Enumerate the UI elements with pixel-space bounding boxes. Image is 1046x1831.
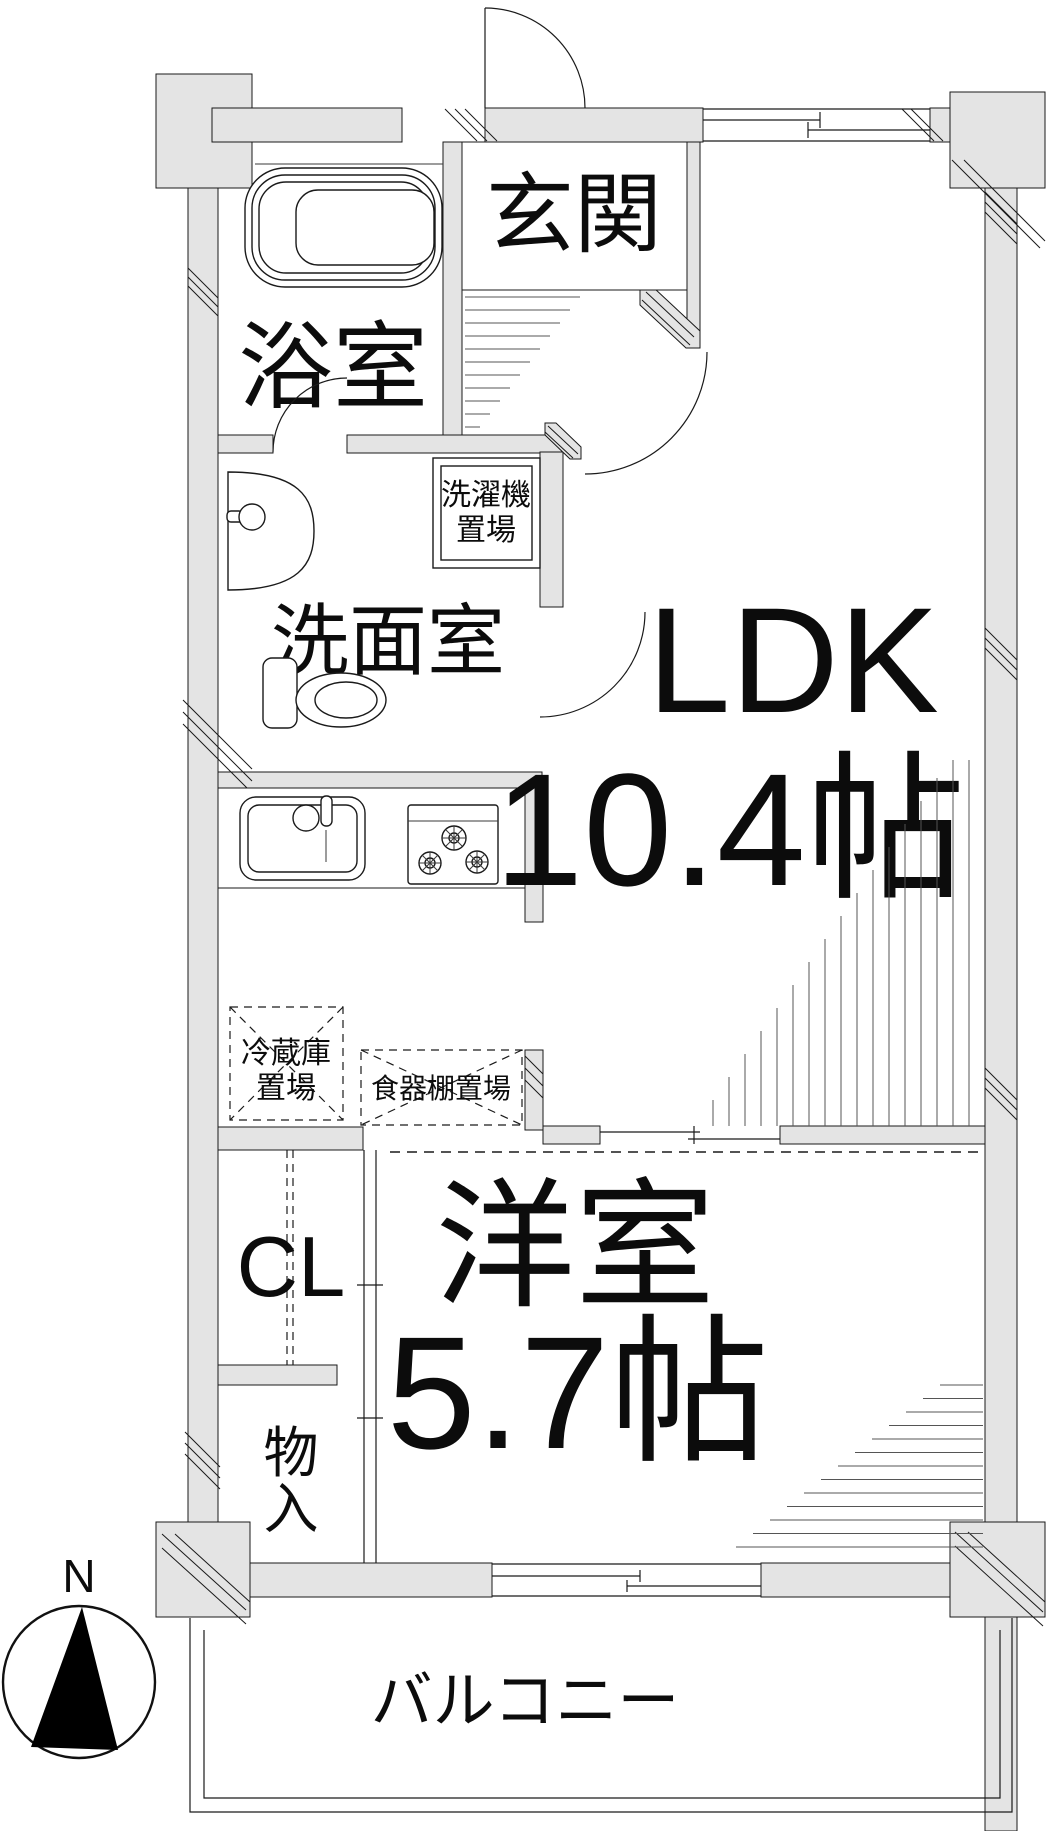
stove-burner-3	[465, 850, 489, 874]
washroom-top-wall-a	[217, 434, 274, 454]
stove-burner-2	[418, 851, 442, 875]
toilet-seat	[314, 681, 378, 719]
genkan-step-hatch	[465, 296, 580, 428]
genkan-label: 玄関	[486, 165, 662, 264]
fridge-box	[229, 1006, 344, 1121]
balcony-rail-inner	[203, 1630, 1001, 1799]
bathroom-label: 浴室	[238, 315, 428, 421]
balcony: バルコニー	[189, 1618, 1013, 1813]
laundry-label-2: 置場	[456, 514, 516, 547]
storage: 物 入	[263, 1422, 318, 1540]
cupboard-label: 食器棚置場	[371, 1073, 511, 1104]
toilet-tank	[262, 657, 298, 729]
compass-circle	[1, 1604, 157, 1760]
ldk-room: LDK 10.4帖	[494, 108, 970, 1126]
closet-storage-divider	[217, 1364, 338, 1386]
laundry-box-inner	[440, 465, 533, 561]
bathtub-basin	[295, 189, 435, 266]
genkan-room: 玄関	[461, 7, 708, 475]
left-wall	[187, 187, 219, 1523]
top-wall-left	[211, 107, 403, 143]
closet-label: CL	[237, 1220, 346, 1315]
bathroom-door-arc	[272, 377, 348, 453]
bottom-wall-left	[249, 1562, 493, 1598]
cupboard-box	[360, 1049, 523, 1126]
fridge-box-diagonals	[229, 1006, 344, 1121]
top-wall-middle	[484, 107, 704, 143]
closet: CL	[237, 1150, 346, 1365]
ldk-western-wall-b	[779, 1125, 986, 1145]
balcony-label: バルコニー	[371, 1667, 680, 1736]
entrance-door-arc	[484, 7, 586, 109]
washroom-door-arc	[539, 611, 646, 718]
walls	[155, 73, 1046, 1831]
right-wall	[984, 187, 1018, 1523]
top-wall-right	[929, 107, 951, 143]
washroom-top-wall-b	[346, 434, 564, 454]
ldk-size-label: 10.4帖	[494, 740, 965, 919]
bathroom: 浴室	[238, 163, 443, 453]
ldk-corner-hatch	[712, 760, 970, 1126]
storage-label-2: 入	[263, 1478, 318, 1540]
wall-joint-marks	[161, 108, 1046, 1627]
genkan-right-wall	[686, 141, 701, 346]
ldk-western-boundary	[390, 1126, 983, 1153]
cupboard-space: 食器棚置場	[360, 1049, 523, 1126]
kitchen	[217, 787, 526, 889]
hall-ldk-door-arc	[584, 351, 708, 475]
kitchen-faucet-handle	[320, 795, 333, 827]
western-label: 洋室	[435, 1168, 715, 1325]
kitchen-faucet	[292, 804, 320, 832]
western-size-label: 5.7帖	[387, 1303, 769, 1482]
washbasin-tap	[238, 503, 266, 531]
stove-burner-1	[441, 825, 467, 851]
storage-label-1: 物	[263, 1422, 318, 1484]
cupboard-box-diagonals	[360, 1049, 523, 1126]
balcony-rail-outer	[189, 1618, 1013, 1813]
balcony-window	[492, 1563, 761, 1597]
compass: N	[1, 1550, 157, 1760]
corner-top-right	[949, 91, 1046, 189]
corner-bottom-right	[949, 1521, 1046, 1618]
bottom-wall-right	[760, 1562, 951, 1598]
closet-top-wall	[217, 1126, 364, 1151]
washroom-right-wall	[539, 451, 564, 608]
ldk-western-wall-a	[542, 1125, 601, 1145]
bathroom-right-wall	[442, 141, 463, 453]
cupboard-pillar	[524, 1049, 544, 1131]
fridge-space: 冷蔵庫 置場	[229, 1006, 344, 1121]
top-window	[703, 108, 930, 142]
ldk-label: LDK	[647, 576, 939, 744]
corner-bottom-left	[155, 1521, 251, 1618]
compass-north-label: N	[62, 1550, 95, 1602]
western-corner-hatch	[736, 1384, 983, 1548]
western-left-partition	[363, 1150, 377, 1563]
fridge-label-2: 置場	[256, 1072, 316, 1105]
genkan-floor	[461, 141, 688, 291]
laundry-space: 洗濯機 置場	[432, 457, 541, 569]
washroom: 洗面室	[226, 471, 646, 729]
compass-needle-icon	[31, 1607, 118, 1750]
closet-folding-door	[286, 1150, 294, 1365]
washbasin	[227, 471, 315, 591]
laundry-label-1: 洗濯機	[441, 479, 531, 512]
fridge-label-1: 冷蔵庫	[241, 1037, 331, 1070]
washroom-label: 洗面室	[271, 597, 505, 685]
western-room: 洋室 5.7帖	[357, 1150, 983, 1597]
